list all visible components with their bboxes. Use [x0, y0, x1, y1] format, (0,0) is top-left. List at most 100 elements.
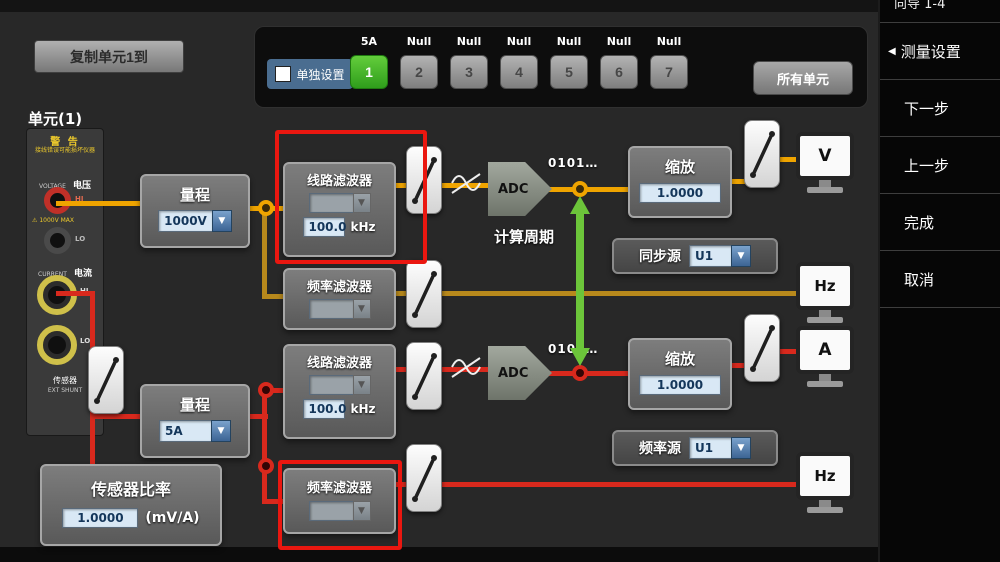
- sidebar-item-cancel[interactable]: 取消: [880, 251, 1000, 308]
- current-section-label: CURRENT 电流: [27, 261, 103, 280]
- current-en-label: CURRENT: [38, 271, 67, 278]
- sidebar-item-done[interactable]: 完成: [880, 194, 1000, 251]
- individual-setting-control[interactable]: 单独设置: [267, 59, 353, 89]
- chevron-down-icon: ▼: [352, 299, 371, 319]
- scaling-title: 缩放: [664, 350, 695, 368]
- line-filter-dropdown: ▼: [308, 375, 371, 395]
- current-wire-segment: [262, 390, 267, 419]
- voltage-max-label: 1000V MAX: [39, 217, 74, 224]
- lo-label: LO: [75, 235, 86, 243]
- current-monitor-icon: A: [796, 326, 854, 387]
- voltage-freq-branch-wire: [262, 208, 267, 298]
- current-scaling-node: 缩放 1.0000: [628, 338, 732, 410]
- unit-button-3[interactable]: 3: [450, 55, 488, 89]
- voltage-range-value: 1000V: [158, 210, 212, 232]
- current-wire-segment: [770, 349, 802, 354]
- current-wire-segment: [394, 367, 494, 372]
- current-scaling-field[interactable]: 1.0000: [639, 375, 721, 395]
- copy-unit-button[interactable]: 复制单元1到: [34, 40, 184, 73]
- sidebar-item-next[interactable]: 下一步: [880, 80, 1000, 137]
- voltage-monitor-icon: V: [796, 132, 854, 193]
- switch-icon: [744, 314, 780, 382]
- warning-title: 警 告: [50, 137, 80, 148]
- sidebar-item-label: 上一步: [904, 156, 950, 175]
- unit-status-label: Null: [406, 35, 432, 48]
- all-units-button[interactable]: 所有单元: [753, 61, 853, 95]
- junction-dot: [572, 365, 588, 381]
- line-filter-value: [308, 193, 353, 213]
- sidebar: 向导 1-4 ◀ 测量设置 下一步 上一步 完成 取消: [878, 0, 1000, 562]
- voltage-section-label: VOLTAGE 电压: [27, 173, 103, 192]
- line-filter-title: 线路滤波器: [306, 356, 372, 371]
- monitor-letter: A: [796, 326, 854, 374]
- sidebar-item-label: 取消: [904, 270, 935, 289]
- sidebar-item-label: 测量设置: [900, 42, 961, 61]
- current-wire-segment: [90, 414, 144, 419]
- current-range-dropdown[interactable]: 5A ▼: [159, 420, 231, 442]
- frequency-filter-title: 频率滤波器: [306, 481, 372, 496]
- unit-button-4[interactable]: 4: [500, 55, 538, 89]
- unit-button-7[interactable]: 7: [650, 55, 688, 89]
- checkbox-icon[interactable]: [275, 66, 292, 82]
- unit-button-6[interactable]: 6: [600, 55, 638, 89]
- unit-column: 5A 1: [347, 35, 391, 89]
- chevron-down-icon: ▼: [352, 375, 371, 395]
- voltage-max-warning: ⚠ 1000V MAX: [32, 217, 74, 224]
- cutoff-frequency-field[interactable]: 100.0: [303, 399, 346, 419]
- analog-signal-icon: [451, 357, 481, 378]
- junction-dot: [258, 200, 274, 216]
- sync-source-node: 同步源 U1 ▼: [612, 238, 778, 274]
- voltage-wire-segment: [56, 201, 142, 206]
- partial-tab[interactable]: 向导 1-4: [880, 0, 1000, 23]
- sidebar-item-label: 下一步: [904, 99, 950, 118]
- unit-status-label: Null: [456, 35, 482, 48]
- unit-selector-panel: 单独设置 5A 1 Null 2 Null 3 Null 4 Null 5 Nu…: [254, 26, 868, 108]
- frequency-filter-title: 频率滤波器: [306, 280, 372, 295]
- current-wire-segment: [246, 414, 268, 419]
- frequency-filter-value: [308, 501, 353, 521]
- unit-column: Null 5: [547, 35, 591, 89]
- line-filter-dropdown: ▼: [308, 193, 371, 213]
- voltage-scaling-field[interactable]: 1.0000: [639, 183, 721, 203]
- range-title: 量程: [179, 186, 210, 204]
- sidebar-item-prev[interactable]: 上一步: [880, 137, 1000, 194]
- unit-status-label: Null: [556, 35, 582, 48]
- chevron-down-icon[interactable]: ▼: [211, 210, 232, 232]
- chevron-down-icon[interactable]: ▼: [731, 245, 751, 267]
- calc-period-arrow: [576, 212, 584, 350]
- frequency-source-label: 频率源: [639, 441, 681, 457]
- current-line-filter-node: 线路滤波器 ▼ 100.0 kHz: [283, 344, 396, 439]
- adc-block: ADC: [488, 162, 552, 216]
- unit-status-label: Null: [656, 35, 682, 48]
- voltage-scaling-node: 缩放 1.0000: [628, 146, 732, 218]
- calc-period-arrow-up-icon: [570, 196, 590, 214]
- top-strip: [0, 0, 880, 12]
- voltage-range-dropdown[interactable]: 1000V ▼: [158, 210, 232, 232]
- current-lo-terminal: [37, 325, 77, 365]
- unit-button-5[interactable]: 5: [550, 55, 588, 89]
- unit-status-label: Null: [506, 35, 532, 48]
- sync-source-dropdown[interactable]: U1 ▼: [689, 245, 751, 267]
- voltage-wire-segment: [394, 183, 494, 188]
- chevron-down-icon: ▼: [352, 501, 371, 521]
- junction-dot: [572, 181, 588, 197]
- chevron-down-icon[interactable]: ▼: [211, 420, 231, 442]
- cutoff-frequency-field[interactable]: 100.0: [303, 217, 346, 237]
- frequency-source-dropdown[interactable]: U1 ▼: [689, 437, 751, 459]
- unit-button-1[interactable]: 1: [350, 55, 388, 89]
- frequency-source-node: 频率源 U1 ▼: [612, 430, 778, 466]
- khz-unit-label: kHz: [350, 220, 376, 234]
- switch-icon: [744, 120, 780, 188]
- input-terminal-panel: 警 告 接线错误可能损坏仪器 VOLTAGE 电压 HI ⚠ 1000V MAX…: [26, 128, 104, 436]
- sensor-ratio-field[interactable]: 1.0000: [62, 508, 139, 528]
- voltage-frequency-wire: [394, 291, 804, 296]
- switch-icon: [406, 342, 442, 410]
- monitor-letter: Hz: [796, 262, 854, 310]
- hi-label: HI: [75, 195, 84, 203]
- chevron-down-icon[interactable]: ▼: [731, 437, 751, 459]
- sidebar-item-measure-setup[interactable]: ◀ 测量设置: [880, 23, 1000, 80]
- unit-button-2[interactable]: 2: [400, 55, 438, 89]
- frequency-filter-value: [308, 299, 353, 319]
- scaling-title: 缩放: [664, 158, 695, 176]
- voltage-range-node: 量程 1000V ▼: [140, 174, 250, 248]
